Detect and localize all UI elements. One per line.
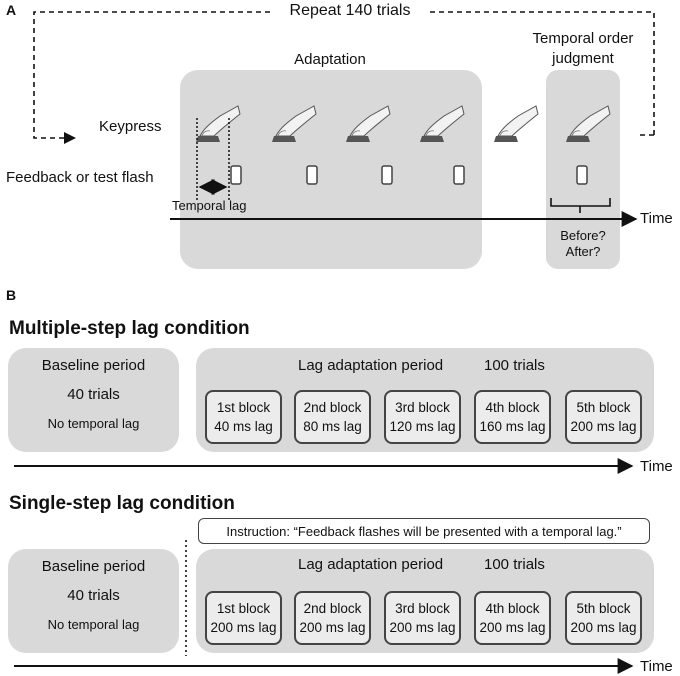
- feedback-label: Feedback or test flash: [6, 169, 154, 186]
- repeat-label: Repeat 140 trials: [270, 2, 430, 20]
- multi-baseline-trials: 40 trials: [67, 386, 120, 403]
- time-label-a: Time: [640, 210, 673, 227]
- single-lag-title: Lag adaptation period: [298, 556, 444, 573]
- flash-rectangle-icon: [453, 165, 465, 185]
- multi-lag-trials: 100 trials: [484, 357, 545, 374]
- time-label-multi: Time: [640, 458, 673, 475]
- single-block-3: 3rd block 200 ms lag: [384, 591, 461, 645]
- block-name: 1st block: [216, 400, 271, 415]
- single-block-5: 5th block 200 ms lag: [565, 591, 642, 645]
- single-lag-trials: 100 trials: [484, 556, 545, 573]
- multi-block-4: 4th block 160 ms lag: [474, 390, 551, 444]
- single-baseline-box: Baseline period 40 trials No temporal la…: [8, 549, 179, 653]
- multi-baseline-note: No temporal lag: [47, 416, 140, 431]
- block-lag: 200 ms lag: [210, 620, 277, 635]
- toj-label-line2: judgment: [552, 50, 614, 67]
- flash-rectangle-icon: [381, 165, 393, 185]
- block-lag: 200 ms lag: [479, 620, 546, 635]
- keypress-label: Keypress: [99, 118, 162, 135]
- multi-lag-title: Lag adaptation period: [298, 357, 444, 374]
- after-label: After?: [565, 244, 601, 259]
- multi-baseline-title: Baseline period: [41, 357, 146, 374]
- panel-b-label: B: [6, 287, 17, 303]
- block-name: 4th block: [485, 601, 540, 616]
- multi-block-2: 2nd block 80 ms lag: [294, 390, 371, 444]
- panel-a-label: A: [6, 2, 17, 18]
- multi-condition-title: Multiple-step lag condition: [9, 318, 250, 339]
- single-block-4: 4th block 200 ms lag: [474, 591, 551, 645]
- finger-keypress-icon: [195, 105, 241, 143]
- before-label: Before?: [560, 228, 606, 243]
- finger-keypress-icon: [271, 105, 317, 143]
- single-baseline-trials: 40 trials: [67, 587, 120, 604]
- finger-keypress-icon: [565, 105, 611, 143]
- multi-block-5: 5th block 200 ms lag: [565, 390, 642, 444]
- block-lag: 160 ms lag: [479, 419, 546, 434]
- block-lag: 200 ms lag: [570, 620, 637, 635]
- multi-baseline-box: Baseline period 40 trials No temporal la…: [8, 348, 179, 452]
- single-lag-box: Lag adaptation period 100 trials 1st blo…: [196, 549, 654, 653]
- flash-rectangle-icon: [576, 165, 588, 185]
- block-name: 2nd block: [303, 601, 362, 616]
- block-name: 2nd block: [303, 400, 362, 415]
- finger-keypress-icon: [419, 105, 465, 143]
- multi-block-3: 3rd block 120 ms lag: [384, 390, 461, 444]
- block-name: 5th block: [576, 601, 631, 616]
- multi-block-1: 1st block 40 ms lag: [205, 390, 282, 444]
- time-label-single: Time: [640, 658, 673, 675]
- flash-rectangle-icon: [306, 165, 318, 185]
- flash-rectangle-icon: [230, 165, 242, 185]
- multi-lag-box: Lag adaptation period 100 trials 1st blo…: [196, 348, 654, 452]
- block-name: 5th block: [576, 400, 631, 415]
- block-lag: 200 ms lag: [570, 419, 637, 434]
- instruction-callout: Instruction: “Feedback flashes will be p…: [198, 518, 650, 544]
- block-name: 4th block: [485, 400, 540, 415]
- single-block-2: 2nd block 200 ms lag: [294, 591, 371, 645]
- toj-label-line1: Temporal order: [532, 30, 634, 47]
- block-name: 3rd block: [395, 400, 450, 415]
- block-lag: 120 ms lag: [389, 419, 456, 434]
- block-name: 3rd block: [395, 601, 450, 616]
- block-lag: 200 ms lag: [389, 620, 456, 635]
- single-baseline-title: Baseline period: [41, 558, 146, 575]
- temporal-lag-label: Temporal lag: [172, 198, 247, 213]
- block-lag: 200 ms lag: [299, 620, 366, 635]
- adaptation-label: Adaptation: [294, 51, 366, 68]
- single-baseline-note: No temporal lag: [47, 617, 140, 632]
- finger-keypress-icon: [345, 105, 391, 143]
- single-block-1: 1st block 200 ms lag: [205, 591, 282, 645]
- finger-keypress-icon: [493, 105, 539, 143]
- single-condition-title: Single-step lag condition: [9, 493, 235, 514]
- block-name: 1st block: [216, 601, 271, 616]
- block-lag: 80 ms lag: [303, 419, 362, 434]
- block-lag: 40 ms lag: [214, 419, 273, 434]
